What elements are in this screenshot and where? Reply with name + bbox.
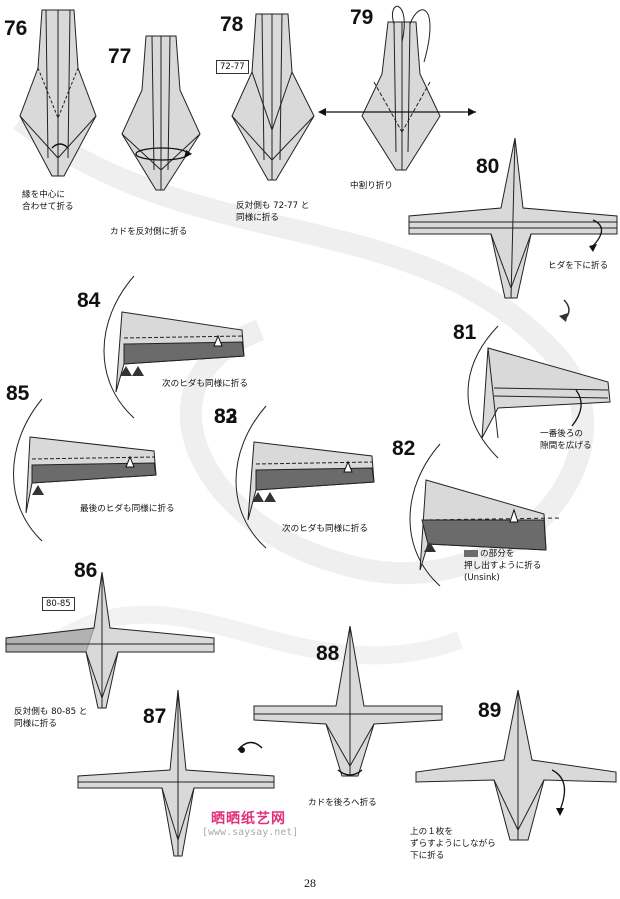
watermark-brand: 晒晒纸艺网 xyxy=(211,811,286,827)
step-85-number: 85 xyxy=(6,382,30,405)
step-82-diagram xyxy=(409,443,561,587)
turn-over-icon xyxy=(237,741,263,753)
step-88-number: 88 xyxy=(316,642,340,665)
step-76-diagram xyxy=(19,9,97,177)
flow-arrow-icon xyxy=(559,299,570,322)
watermark-url: [www.saysay.net] xyxy=(202,827,299,838)
step-80-diagram xyxy=(408,138,618,299)
step-83-number: 82 xyxy=(214,405,238,428)
step-82-number: 82 xyxy=(392,437,416,460)
step-85-diagram xyxy=(13,398,157,542)
step-78-reference-box: 72-77 xyxy=(216,60,249,74)
step-86-caption: 反対側も 80-85 と同様に折る xyxy=(14,707,88,729)
step-78-caption: 反対側も 72-77 と同様に折る xyxy=(236,201,310,223)
step-80-caption: ヒダを下に折る xyxy=(548,261,609,271)
step-79-diagram xyxy=(318,5,476,171)
step-89-diagram xyxy=(415,690,617,841)
step-84-diagram xyxy=(103,275,245,419)
step-78-diagram xyxy=(231,13,315,181)
step-84-number: 84 xyxy=(77,289,101,312)
step-79-caption: 中割り折り xyxy=(350,181,393,191)
step-81-number: 81 xyxy=(453,321,477,344)
step-86-diagram xyxy=(5,572,215,709)
step-84-caption: 次のヒダも同様に折る xyxy=(162,379,248,389)
step-83-number: 83 xyxy=(214,405,238,428)
step-86-number: 86 xyxy=(74,559,98,582)
step-87-number: 87 xyxy=(143,705,167,728)
step-80-number: 80 xyxy=(476,155,500,178)
step-87-diagram xyxy=(77,690,275,857)
step-88-diagram xyxy=(253,626,443,777)
step-81-diagram xyxy=(467,325,611,459)
step-77-diagram xyxy=(121,35,201,191)
page-number: 28 xyxy=(304,876,316,890)
step-89-number: 89 xyxy=(478,699,502,722)
step-79-number: 79 xyxy=(350,6,374,29)
step-83-diagram xyxy=(235,405,375,549)
step-77-caption: カドを反対側に折る xyxy=(110,227,188,237)
step-78-number: 78 xyxy=(220,13,244,36)
step-89-caption: 上の１枚をずらすようにしながら下に折る xyxy=(410,827,496,861)
step-82-caption: の部分を 押し出すように折る(Unsink) xyxy=(464,549,542,583)
step-88-caption: カドを後ろへ折る xyxy=(308,798,377,808)
step-77-number: 77 xyxy=(108,45,132,68)
shaded-swatch xyxy=(464,550,478,557)
step-83-caption: 次のヒダも同様に折る xyxy=(282,524,368,534)
step-85-caption: 最後のヒダも同様に折る xyxy=(80,504,175,514)
step-86-reference-box: 80-85 xyxy=(42,597,75,611)
step-81-caption: 一番後ろの隙間を広げる xyxy=(540,429,592,451)
step-76-number: 76 xyxy=(4,17,28,40)
step-76-caption: 縁を中心に合わせて折る xyxy=(22,190,74,212)
